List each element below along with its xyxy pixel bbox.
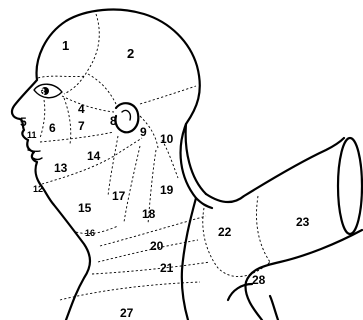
region-label-12: 12	[33, 184, 43, 194]
region-label-1: 1	[62, 38, 69, 53]
region-label-21: 21	[160, 261, 174, 275]
boundary-4-7	[62, 96, 114, 112]
region-label-23: 23	[296, 215, 310, 229]
region-label-27: 27	[120, 306, 134, 320]
boundary-6-14	[64, 98, 71, 144]
boundary-forehead	[38, 76, 86, 78]
region-label-22: 22	[218, 225, 232, 239]
torso-edge	[270, 296, 278, 320]
boundary-parietal	[140, 86, 196, 104]
region-label-28: 28	[252, 273, 266, 287]
region-label-7: 7	[78, 119, 85, 133]
region-label-4: 4	[78, 102, 85, 116]
region-label-3: 3	[40, 87, 45, 97]
back-outline	[182, 198, 196, 320]
boundary-17-18	[124, 146, 140, 222]
region-label-8: 8	[110, 114, 117, 128]
region-label-11: 11	[27, 130, 37, 140]
region-label-10: 10	[160, 132, 174, 146]
region-label-15: 15	[78, 201, 92, 215]
lip-detail	[28, 150, 42, 160]
boundary-22-23	[257, 196, 271, 262]
region-label-16: 16	[85, 228, 95, 238]
boundary-22	[203, 208, 270, 277]
boundary-nose-6	[40, 100, 45, 138]
region-label-13: 13	[54, 161, 68, 175]
neck-back-outline	[186, 124, 206, 194]
shoulder-outline	[206, 138, 344, 202]
region-label-5: 5	[20, 115, 27, 129]
region-label-2: 2	[127, 46, 134, 61]
region-label-18: 18	[142, 207, 156, 221]
boundary-14-17	[108, 136, 118, 196]
boundary-2-temple	[88, 74, 116, 104]
boundary-1-2	[64, 14, 99, 94]
region-label-17: 17	[112, 189, 126, 203]
ear-outline	[115, 103, 138, 132]
boundary-neck-front	[76, 226, 118, 234]
ear-inner	[122, 110, 130, 120]
region-label-14: 14	[87, 149, 101, 163]
region-label-6: 6	[49, 121, 56, 135]
boundary-21-bottom	[92, 262, 210, 274]
region-label-20: 20	[150, 239, 164, 253]
region-label-19: 19	[160, 183, 174, 197]
arm-stump-outline	[338, 138, 362, 234]
region-label-9: 9	[140, 125, 147, 139]
